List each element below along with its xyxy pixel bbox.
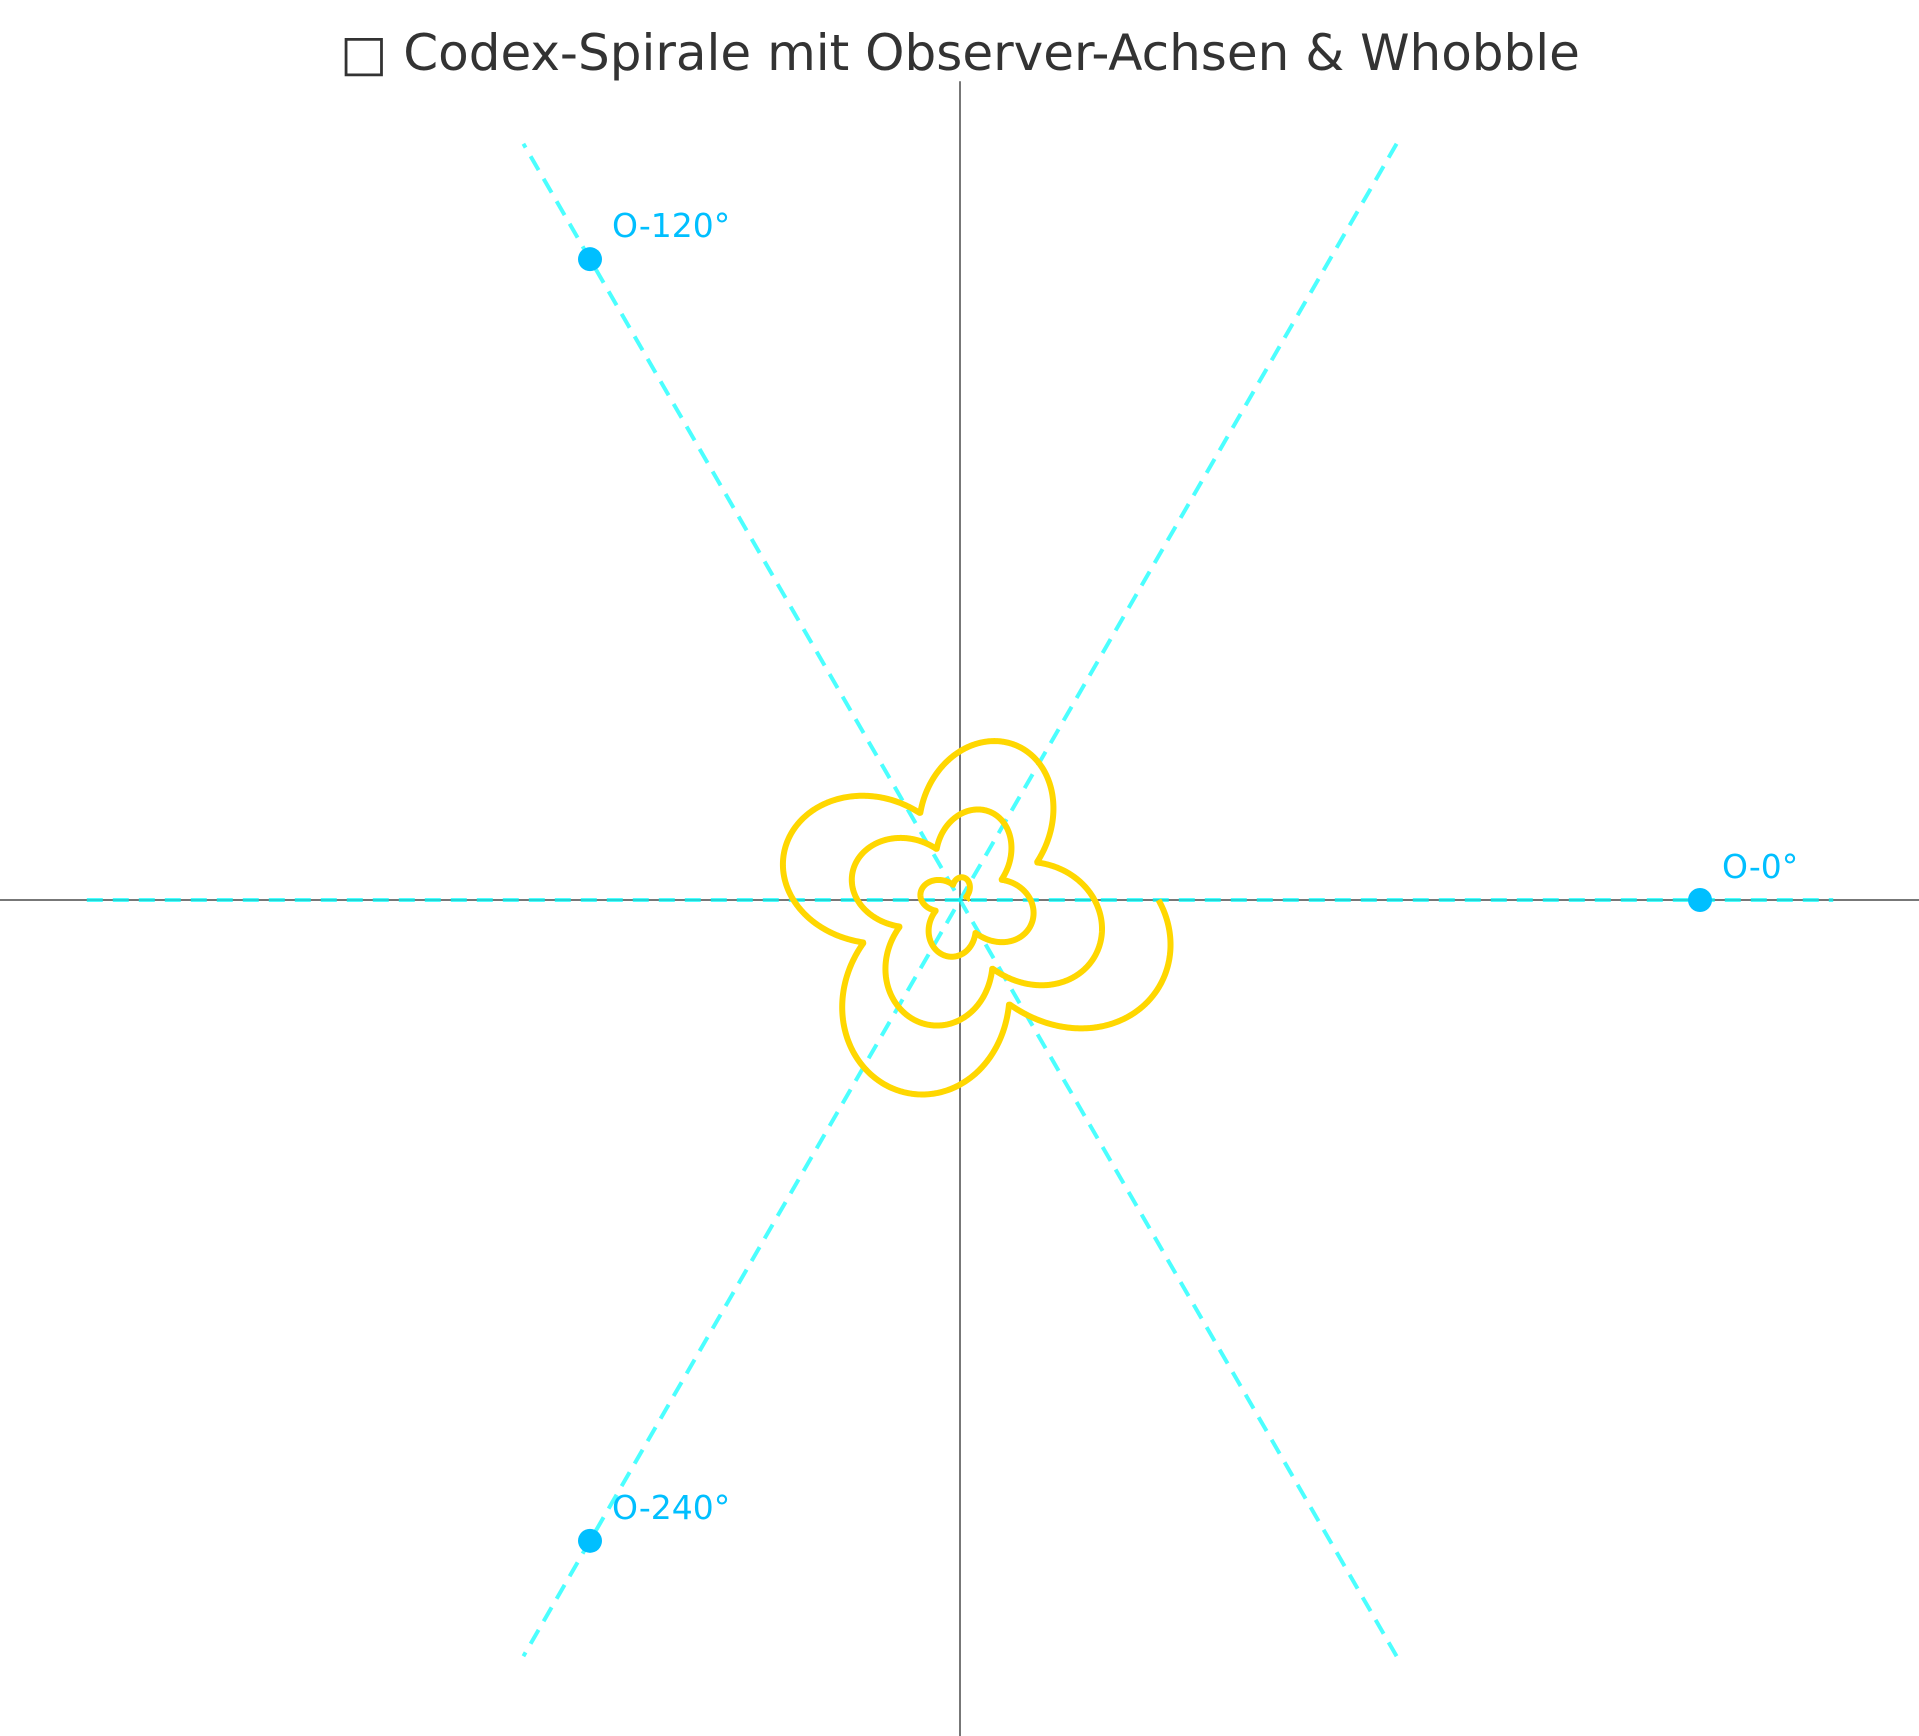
observer-label-1: O-120° — [612, 206, 730, 245]
observer-label-2: O-240° — [612, 1488, 730, 1527]
observer-point-2 — [578, 1528, 602, 1553]
observer-point-1 — [578, 247, 602, 272]
observer-axis-240 — [521, 142, 1399, 1658]
observer-axes — [86, 142, 1834, 1658]
chart-title: □ Codex-Spirale mit Observer-Achsen & Wh… — [340, 24, 1580, 82]
observer-points: O-0° O-120° O-240° — [578, 206, 1798, 1553]
spiral-layer — [779, 738, 1174, 1098]
codex-spiral-line — [779, 738, 1174, 1098]
observer-point-0 — [1688, 888, 1712, 912]
center-axes — [0, 81, 1919, 1736]
observer-label-0: O-0° — [1722, 847, 1798, 886]
